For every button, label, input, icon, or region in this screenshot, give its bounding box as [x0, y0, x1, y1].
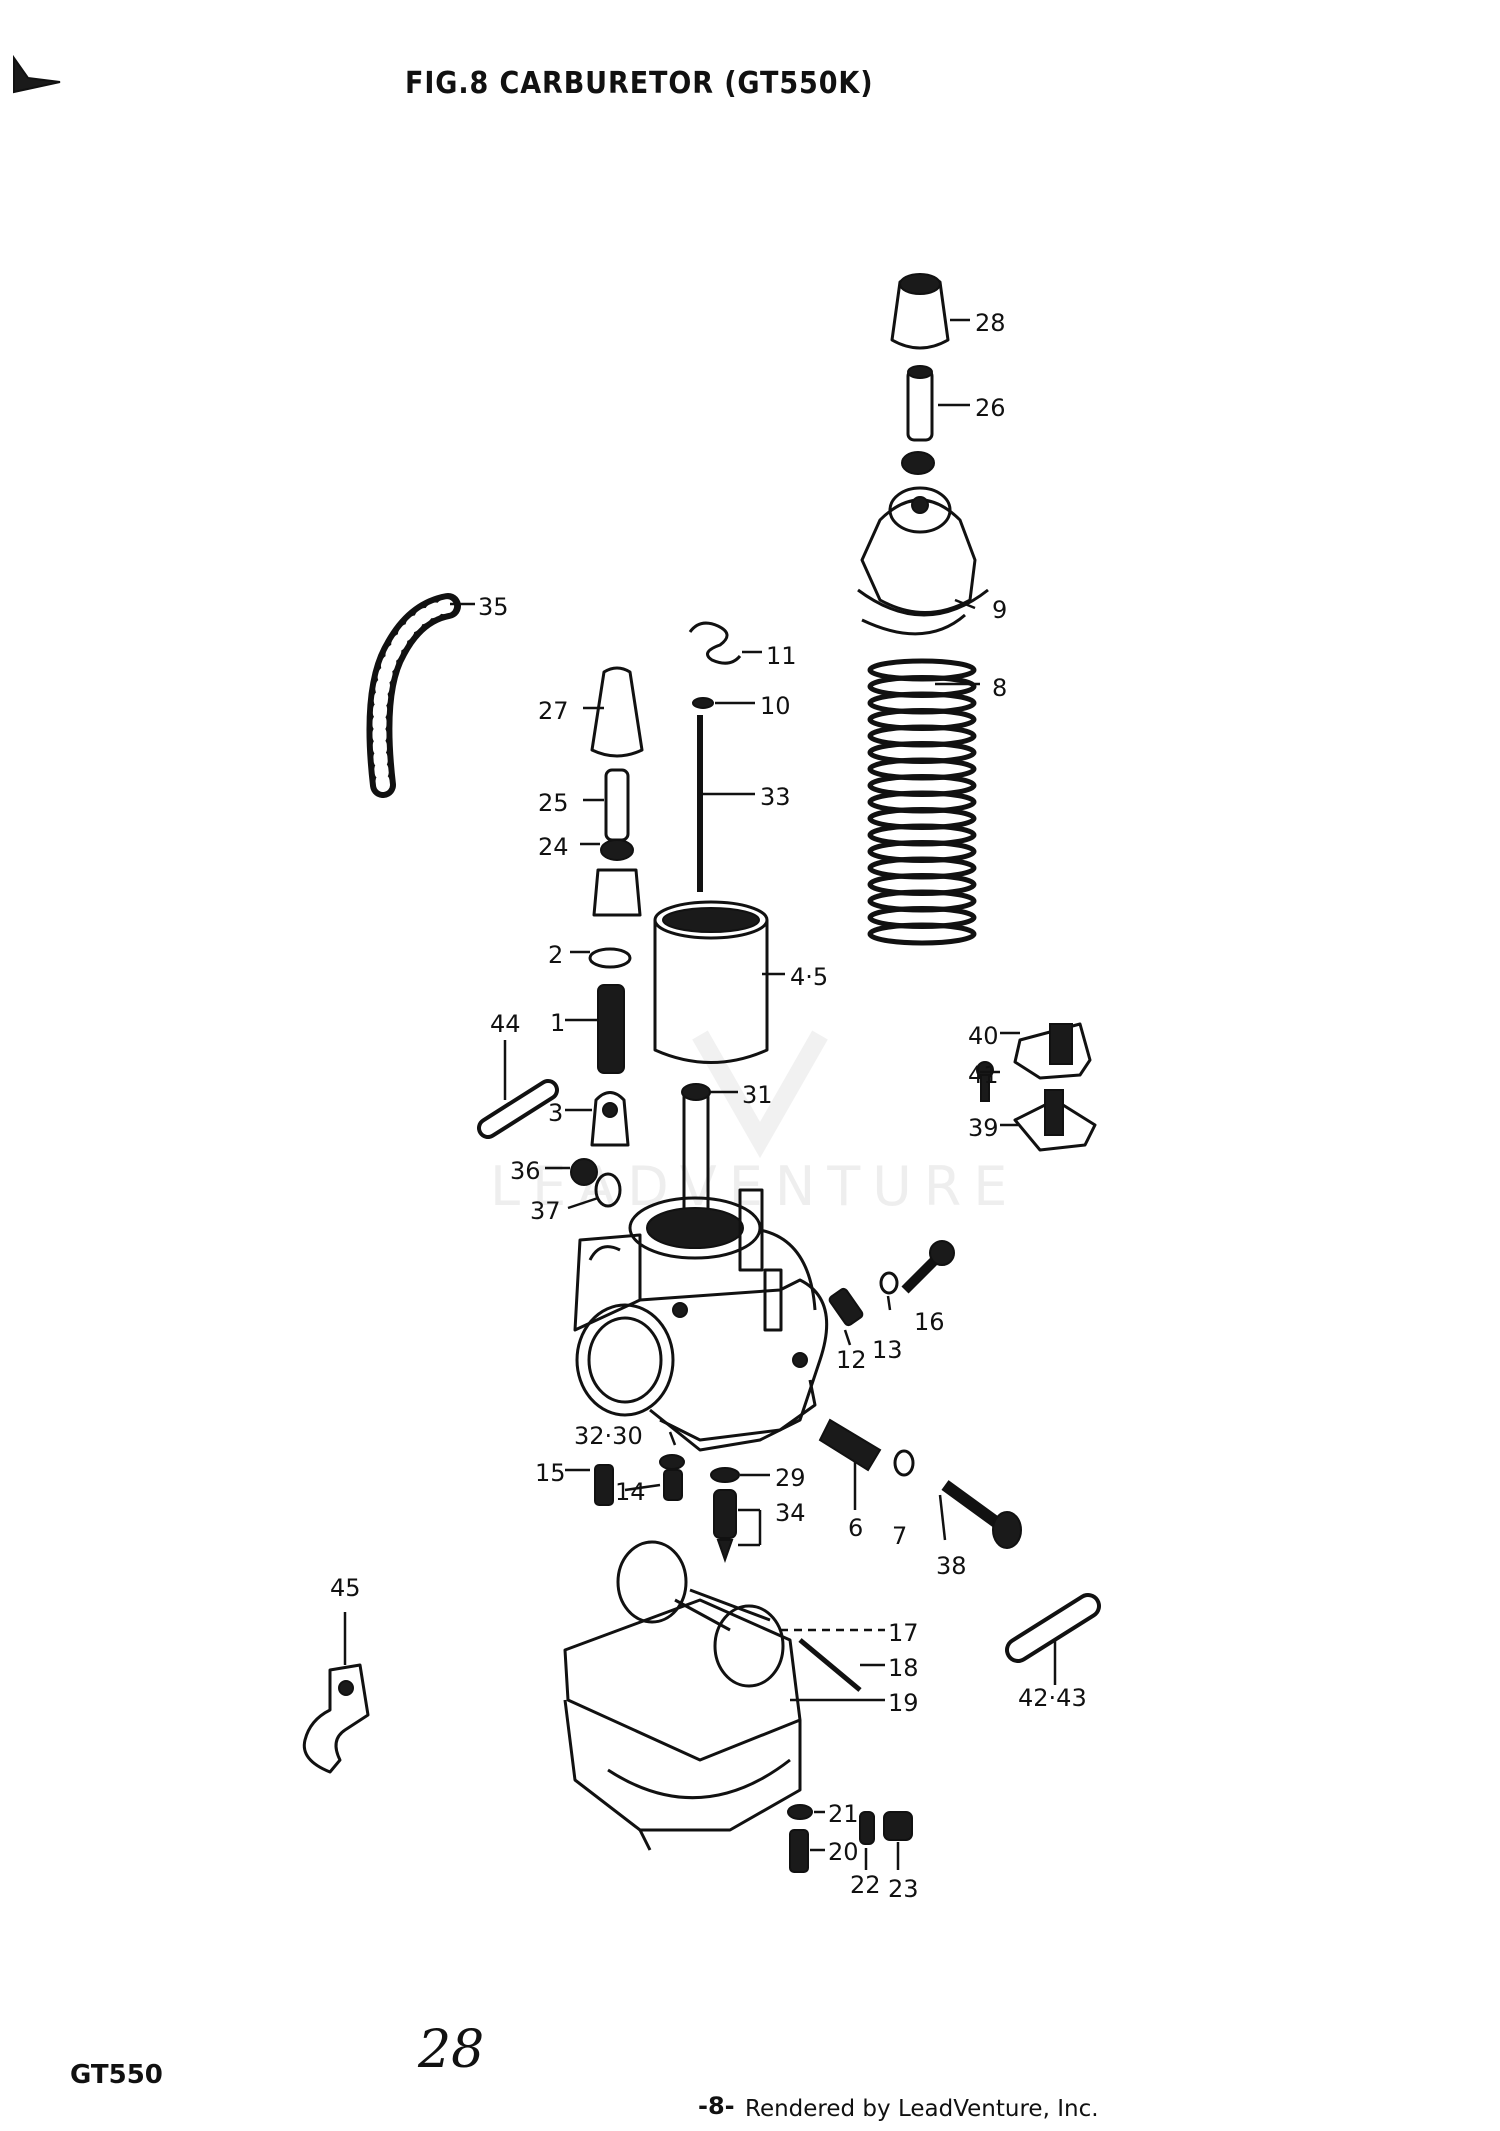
part-39-base: [1013, 1089, 1097, 1152]
part-26-adjuster: [901, 365, 935, 475]
figure-title: FIG.8 CARBURETOR (GT550K): [405, 66, 874, 101]
callout-27: 27: [538, 697, 569, 725]
callout-24: 24: [538, 833, 569, 861]
part-12-pilot-jet: [828, 1287, 864, 1327]
callout-4-5: 4·5: [790, 963, 828, 991]
part-17-float: [616, 1540, 785, 1688]
part-40-bracket: [1013, 1022, 1092, 1080]
callout-33: 33: [760, 783, 791, 811]
part-4-5-throttle-slide: [653, 900, 769, 1064]
page-number: -8-: [698, 2092, 735, 2120]
callout-44: 44: [490, 1010, 521, 1038]
callout-9: 9: [992, 596, 1007, 624]
callout-38: 38: [936, 1552, 967, 1580]
callout-19: 19: [888, 1689, 919, 1717]
callout-42-43: 42·43: [1018, 1684, 1087, 1712]
part-27-starter-cap: [590, 666, 644, 758]
part-38-throttle-stop-screw: [941, 1480, 1022, 1549]
part-10-retainer: [692, 697, 714, 709]
callout-36: 36: [510, 1157, 541, 1185]
leader-lines: [343, 318, 1057, 1870]
callout-14: 14: [615, 1478, 646, 1506]
callout-13: 13: [872, 1336, 903, 1364]
callout-23: 23: [888, 1875, 919, 1903]
part-2-o-ring: [588, 947, 632, 969]
callout-45: 45: [330, 1574, 361, 1602]
part-16-air-screw: [901, 1240, 955, 1294]
part-6-spring: [818, 1418, 882, 1472]
part-34-float-valve: [713, 1489, 737, 1564]
callout-31: 31: [742, 1081, 773, 1109]
callout-35: 35: [478, 593, 509, 621]
callout-2: 2: [548, 941, 563, 969]
part-45-clamp: [302, 1663, 370, 1774]
callout-28: 28: [975, 309, 1006, 337]
part-20-drain-plug: [789, 1829, 809, 1873]
carburetor-body: [573, 1188, 829, 1452]
part-1-plunger-spring: [597, 984, 625, 1074]
callout-7: 7: [892, 1522, 907, 1550]
part-24-starter-nut: [592, 839, 642, 917]
handwritten-page-number: 28: [418, 2020, 485, 2080]
callout-25: 25: [538, 789, 569, 817]
callout-3: 3: [548, 1099, 563, 1127]
callout-1: 1: [550, 1009, 565, 1037]
callout-11: 11: [766, 642, 797, 670]
spring-coil: [867, 922, 977, 946]
callout-26: 26: [975, 394, 1006, 422]
part-11-clip: [688, 621, 742, 665]
callout-16: 16: [914, 1308, 945, 1336]
callout-22: 22: [850, 1871, 881, 1899]
callout-34: 34: [775, 1499, 806, 1527]
callout-18: 18: [888, 1654, 919, 1682]
part-3-starter-plunger: [590, 1091, 630, 1147]
part-37-washer: [594, 1172, 622, 1208]
part-29-washer: [710, 1467, 740, 1483]
callout-15: 15: [535, 1459, 566, 1487]
part-18-float-pin: [798, 1638, 862, 1692]
part-8-spring: [867, 658, 977, 946]
part-15-jet: [594, 1464, 614, 1506]
callout-21: 21: [828, 1800, 859, 1828]
callout-32-30: 32·30: [574, 1422, 643, 1450]
part-13-washer: [879, 1271, 899, 1295]
part-28-cap: [890, 273, 950, 350]
part-23-screw: [883, 1811, 913, 1841]
callout-39: 39: [968, 1114, 999, 1142]
part-25-starter-plunger: [604, 768, 630, 842]
callout-40: 40: [968, 1022, 999, 1050]
callout-8: 8: [992, 674, 1007, 702]
callout-10: 10: [760, 692, 791, 720]
part-19-float-bowl: [563, 1598, 802, 1851]
part-7-o-ring: [893, 1449, 915, 1477]
model-label: GT550: [70, 2060, 163, 2090]
part-44-tube: [477, 1079, 559, 1139]
part-14-main-jet: [659, 1454, 685, 1501]
part-21-gasket: [787, 1804, 813, 1820]
callout-41: 41: [968, 1061, 999, 1089]
callout-37: 37: [530, 1197, 561, 1225]
callout-labels: 28 26 9 8 11 10 33 4·5 31 35 27 25 24 2 …: [330, 309, 1087, 1903]
callout-12: 12: [836, 1346, 867, 1374]
callout-6: 6: [848, 1514, 863, 1542]
callout-29: 29: [775, 1464, 806, 1492]
part-41-screw: [976, 1061, 994, 1102]
render-credit: Rendered by LeadVenture, Inc.: [745, 2096, 1099, 2122]
callout-17: 17: [888, 1619, 919, 1647]
callout-20: 20: [828, 1838, 859, 1866]
part-22-jet-holder: [859, 1811, 875, 1845]
part-42-43-tube: [1005, 1593, 1101, 1663]
corner-arrow-mark: [13, 54, 61, 94]
part-9-top-cap: [857, 486, 989, 636]
part-36-screw: [570, 1158, 598, 1186]
